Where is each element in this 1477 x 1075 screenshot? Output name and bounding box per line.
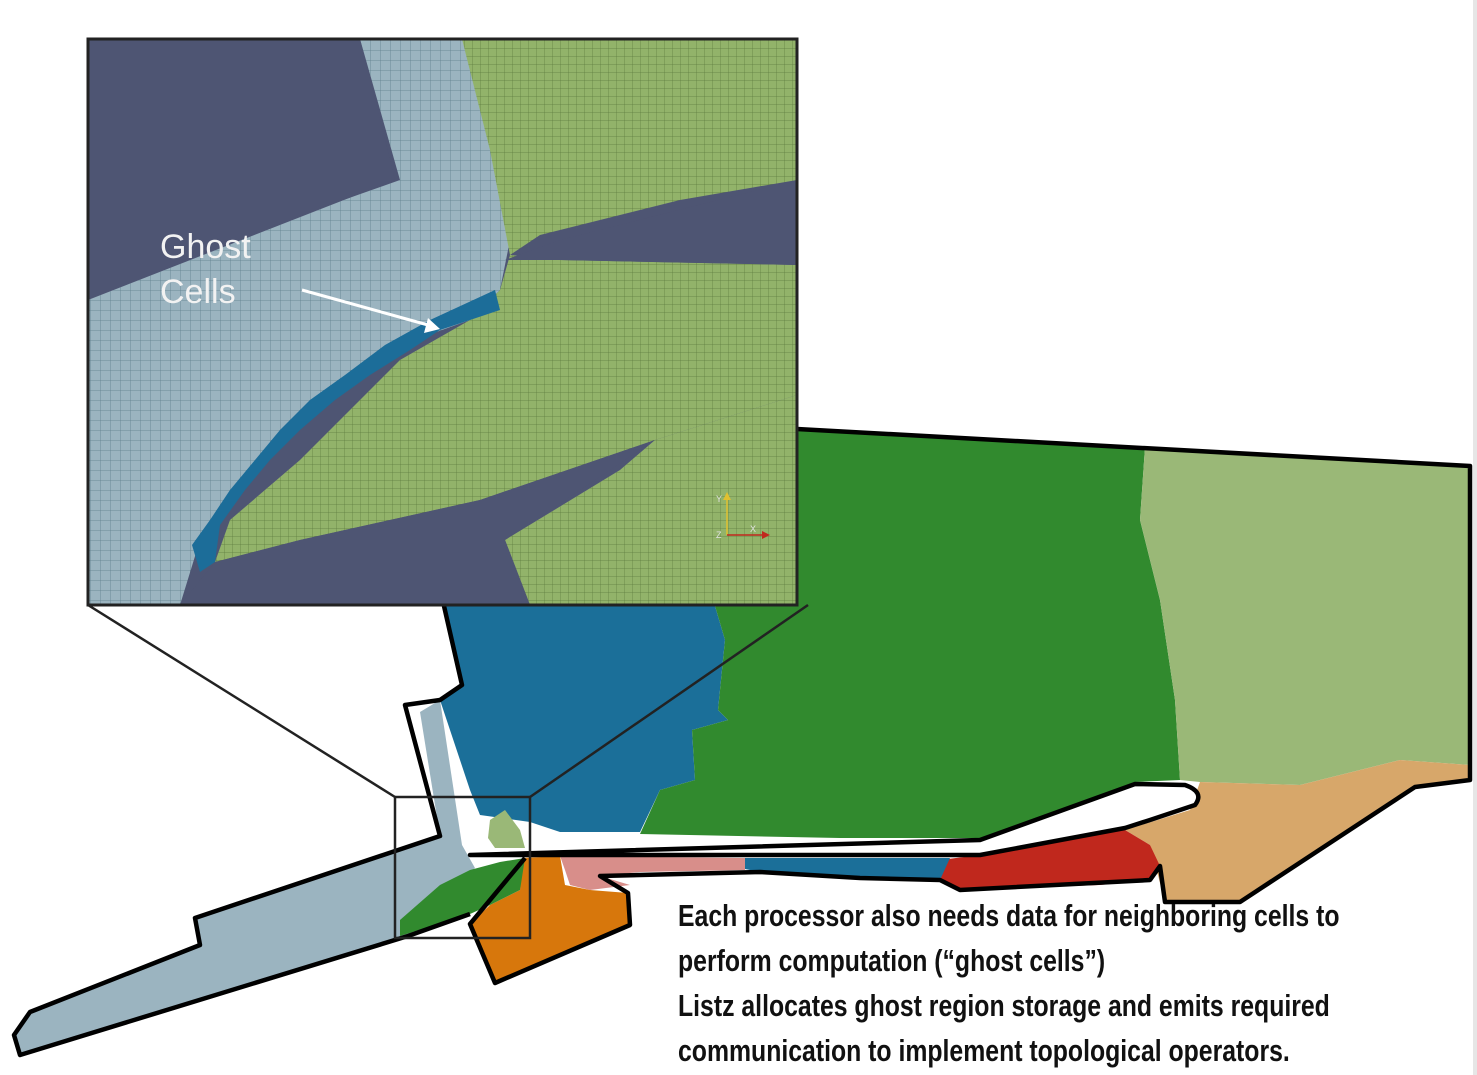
inset-zoom: Y X Z Ghost Cells — [88, 39, 797, 605]
partition-blue — [440, 606, 728, 832]
partition-green-strip — [400, 858, 525, 936]
inset-green-mesh-lower — [505, 395, 797, 605]
ghost-cells — [192, 290, 500, 572]
zoom-region-box — [393, 795, 532, 940]
axis-y-label: Y — [716, 494, 722, 504]
caption-line-4: communication to implement topological o… — [678, 1033, 1290, 1068]
ghost-cells-arrow — [301, 288, 429, 327]
zoom-connector-right — [529, 603, 809, 799]
partition-tan — [1125, 760, 1470, 902]
inset-blue-mesh — [88, 39, 510, 605]
ghost-cells-label-line2: Cells — [160, 273, 236, 311]
caption: Each processor also needs data for neigh… — [678, 893, 1340, 1073]
inset-green-mesh-upper — [462, 39, 797, 255]
caption-line-1: Each processor also needs data for neigh… — [678, 898, 1340, 933]
ghost-cells-label-line1: Ghost — [160, 228, 251, 266]
partition-orange — [470, 856, 630, 983]
partition-red — [940, 830, 1160, 890]
main-mesh — [11, 426, 1473, 1058]
caption-line-3: Listz allocates ghost region storage and… — [678, 988, 1330, 1023]
partition-blue-band — [740, 858, 950, 880]
axis-triad: Y X Z — [716, 492, 770, 540]
partition-light-blue-grey — [14, 700, 475, 1055]
partition-light-green — [1140, 447, 1470, 785]
mesh-outline-left — [11, 605, 471, 1058]
mesh-outline — [467, 426, 1473, 986]
arrow-head-icon — [424, 318, 440, 333]
zoom-connector-left — [87, 603, 396, 799]
inset-frame — [86, 37, 799, 607]
page-edge — [1473, 0, 1477, 1075]
caption-line-2: perform computation (“ghost cells”) — [678, 943, 1106, 978]
partition-green — [640, 429, 1180, 838]
mesh-slot — [467, 781, 1201, 858]
axis-x-label: X — [750, 524, 756, 534]
axis-z-label: Z — [716, 530, 722, 540]
inset-green-mesh-main — [215, 255, 797, 562]
partition-light-green-sliver — [488, 810, 525, 848]
